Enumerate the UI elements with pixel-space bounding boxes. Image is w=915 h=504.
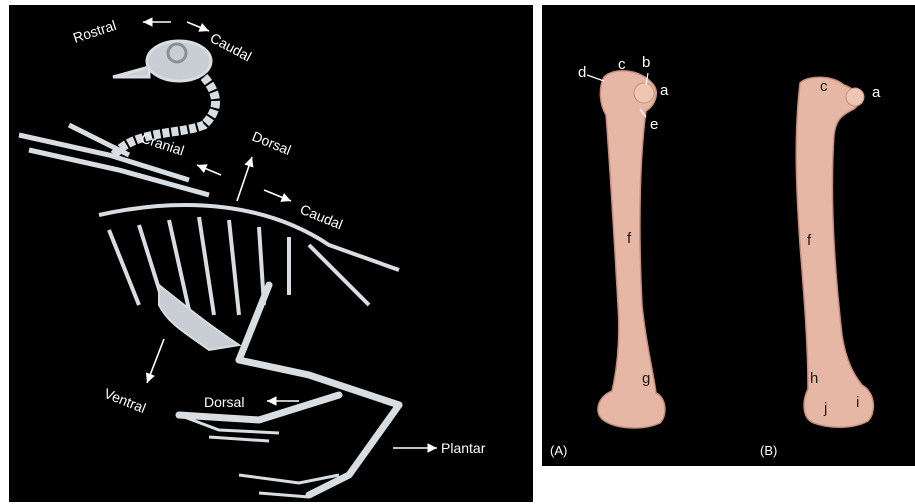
skeleton-photo-panel: Rostral Caudal Cranial Dorsal Caudal Ven… (9, 5, 533, 502)
cranial-arrow (197, 165, 221, 175)
femur-a-label-g: g (642, 370, 650, 387)
dorsal-body-arrow (237, 157, 252, 201)
femur-a-label-d: d (578, 64, 586, 81)
femur-b-label-j: j (823, 400, 827, 417)
label-dorsal-foot: Dorsal (204, 394, 244, 410)
wing-bones (19, 125, 209, 195)
label-plantar: Plantar (441, 440, 486, 456)
femur-b-label-c: c (820, 78, 828, 95)
femur-illustration: d c b a e f g c a f h j i (A) (B) (542, 5, 915, 466)
pointer-d (587, 75, 604, 81)
label-caudal-head: Caudal (208, 30, 255, 65)
ribcage (99, 205, 399, 315)
femur-a-label-c: c (618, 56, 626, 73)
label-rostral: Rostral (71, 17, 118, 46)
femur-view-b (796, 77, 873, 427)
femur-b-label-a: a (872, 84, 881, 101)
skeleton-illustration: Rostral Caudal Cranial Dorsal Caudal Ven… (9, 5, 533, 502)
sternum (159, 285, 239, 350)
skull (113, 41, 211, 81)
femur-b-label-h: h (810, 370, 818, 387)
femur-b-label-i: i (856, 394, 859, 411)
femur-a-label-e: e (650, 116, 658, 133)
caption-view-a: (A) (550, 443, 567, 458)
label-caudal-body: Caudal (298, 201, 345, 232)
caption-view-b: (B) (760, 443, 777, 458)
femur-a-label-b: b (642, 54, 650, 71)
femur-a-label-a: a (660, 82, 669, 99)
leg-bones (179, 285, 399, 495)
label-dorsal-body: Dorsal (250, 128, 294, 158)
ventral-arrow (147, 339, 164, 383)
label-ventral: Ventral (102, 385, 148, 416)
caudal-head-arrow (187, 22, 209, 31)
caudal-body-arrow (264, 190, 291, 201)
femur-photo-panel: d c b a e f g c a f h j i (A) (B) (542, 5, 915, 466)
toe-bones (179, 415, 339, 497)
